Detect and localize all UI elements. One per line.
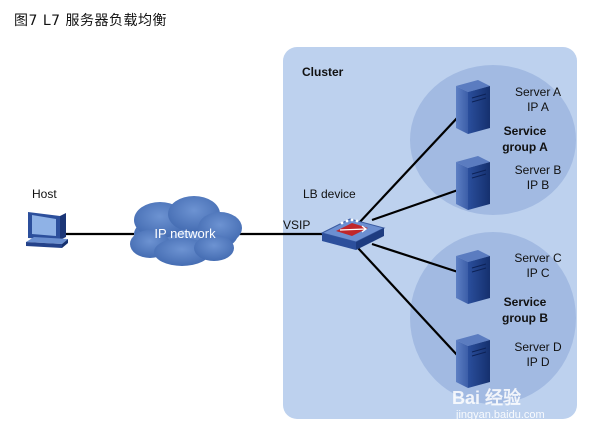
group-b-label-line1: Service: [504, 295, 547, 309]
service-group-a-area: [410, 65, 576, 215]
group-a-label-line2: group A: [502, 140, 548, 154]
cluster-label: Cluster: [302, 65, 344, 79]
watermark-url: jingyan.baidu.com: [455, 409, 545, 421]
ip-network-label: IP network: [154, 226, 216, 241]
links: [66, 116, 459, 357]
host-label: Host: [32, 187, 57, 201]
server-a-icon: [456, 80, 490, 134]
server-b-name: Server B: [515, 163, 562, 177]
link-lb-server-d: [357, 247, 459, 357]
service-group-b-area: [410, 232, 576, 404]
server-a-name: Server A: [515, 85, 561, 99]
watermark: Bai 经验 jingyan.baidu.com: [452, 387, 545, 421]
server-d-ip: IP D: [526, 355, 549, 369]
server-c-ip: IP C: [526, 266, 549, 280]
group-b-label-line2: group B: [502, 311, 548, 325]
server-a-ip: IP A: [527, 100, 549, 114]
group-a-label-line1: Service: [504, 124, 547, 138]
lb-device-label: LB device: [303, 187, 356, 201]
ip-network-cloud-icon: [130, 196, 242, 266]
host-computer-icon: [26, 212, 68, 248]
figure-title: 图7 L7 服务器负载均衡: [14, 13, 168, 29]
server-c-name: Server C: [514, 251, 562, 265]
link-lb-server-a: [357, 116, 459, 225]
link-lb-server-c: [371, 242, 459, 274]
server-d-icon: [456, 334, 490, 388]
server-b-ip: IP B: [527, 178, 549, 192]
server-d-name: Server D: [514, 340, 562, 354]
link-lb-server-b: [371, 188, 459, 222]
watermark-text: Bai 经验: [452, 387, 522, 408]
vsip-label: VSIP: [283, 218, 310, 232]
lb-device-icon: [320, 218, 386, 250]
server-b-icon: [456, 156, 490, 210]
server-c-icon: [456, 250, 490, 304]
